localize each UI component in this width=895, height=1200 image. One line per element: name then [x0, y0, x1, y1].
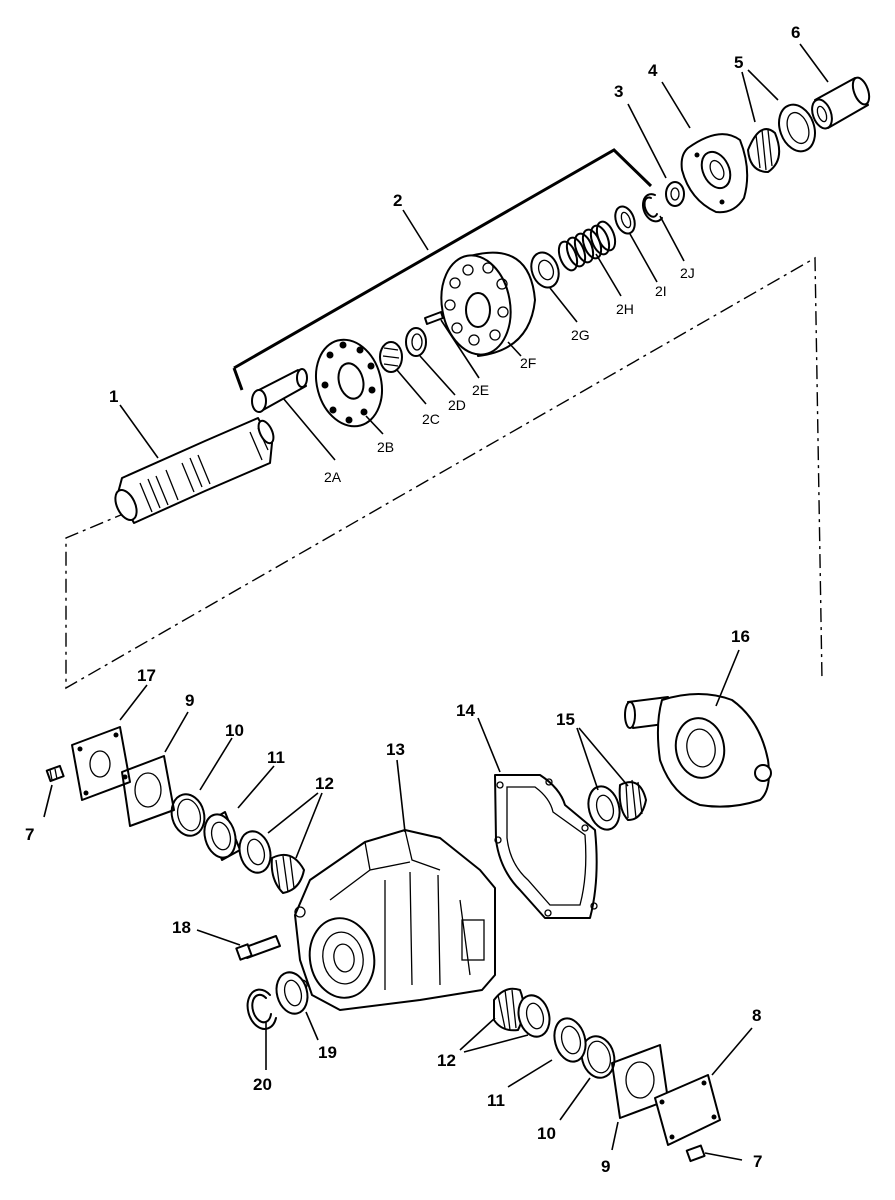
part-2i-ring	[614, 205, 636, 235]
label-10-top: 10	[225, 721, 244, 740]
label-7-left: 7	[25, 825, 34, 844]
label-6: 6	[791, 23, 800, 42]
part-12-bearing-top	[238, 830, 305, 894]
part-2e-pin	[424, 311, 444, 325]
part-2j-snap-ring	[642, 193, 663, 223]
label-12-top: 12	[315, 774, 334, 793]
part-2c-ball-guide	[379, 341, 403, 373]
part-7-fitting-right	[685, 1144, 706, 1163]
part-10-o-ring-bottom	[580, 1035, 616, 1079]
label-19: 19	[318, 1043, 337, 1062]
part-14-gasket	[494, 774, 598, 919]
label-4: 4	[648, 61, 658, 80]
part-6-sleeve	[811, 76, 871, 130]
label-2c: 2C	[422, 411, 440, 427]
label-17: 17	[137, 666, 156, 685]
part-7-fitting-left	[45, 764, 65, 783]
label-2: 2	[393, 191, 402, 210]
label-2a: 2A	[324, 469, 342, 485]
part-2h-spring	[557, 220, 617, 272]
label-1: 1	[109, 387, 118, 406]
label-9-bottom: 9	[601, 1157, 610, 1176]
part-2b-retainer-plate	[315, 338, 383, 428]
label-7-right: 7	[753, 1152, 762, 1171]
part-11-bearing-cup-bottom	[553, 1017, 587, 1063]
part-20-snap-ring	[246, 988, 277, 1030]
label-20: 20	[253, 1075, 272, 1094]
rotating-group-bracket	[232, 148, 653, 391]
part-13-pump-housing	[294, 829, 496, 1011]
part-12-bearing-bottom	[493, 987, 551, 1038]
input-shaft-part-1	[114, 417, 275, 524]
label-2h: 2H	[616, 301, 634, 317]
label-8: 8	[752, 1006, 761, 1025]
label-15: 15	[556, 710, 575, 729]
label-14: 14	[456, 701, 475, 720]
label-16: 16	[731, 627, 750, 646]
label-2f: 2F	[520, 355, 536, 371]
label-13: 13	[386, 740, 405, 759]
label-2j: 2J	[680, 265, 695, 281]
label-11-bottom: 11	[487, 1091, 505, 1110]
part-4-swashplate	[680, 133, 749, 214]
part-2a-sleeve	[251, 368, 308, 413]
part-3-washer	[665, 181, 685, 207]
part-10-o-ring-top	[170, 793, 206, 837]
part-18-bolt	[235, 935, 281, 961]
callout-labels: 1 2 2A 2B 2C 2D 2E 2F 2G 2H 2I 2J 3 4 5 …	[25, 23, 800, 1176]
label-2d: 2D	[448, 397, 466, 413]
part-19-shaft-seal	[275, 971, 309, 1015]
part-15-bearing	[587, 779, 647, 831]
part-16-trunnion-cover	[624, 693, 772, 808]
label-3: 3	[614, 82, 623, 101]
label-2g: 2G	[571, 327, 590, 343]
part-17-cover-plate	[71, 726, 131, 801]
label-2b: 2B	[377, 439, 394, 455]
part-8-cover-plate	[654, 1074, 721, 1146]
part-11-bearing-cup-top	[203, 811, 241, 861]
label-11-top: 11	[267, 748, 285, 767]
part-9-gasket-top	[121, 755, 175, 827]
part-2f-cylinder-block	[440, 251, 536, 357]
leader-lines	[43, 43, 829, 1161]
label-2i: 2I	[655, 283, 667, 299]
label-9-top: 9	[185, 691, 194, 710]
assembly-centerline	[65, 256, 823, 690]
part-5-bearing	[747, 103, 816, 173]
part-2d-spacer-ring	[405, 327, 427, 357]
part-2g-washer	[530, 251, 560, 289]
label-10-bottom: 10	[537, 1124, 556, 1143]
label-18: 18	[172, 918, 191, 937]
label-5: 5	[734, 53, 743, 72]
label-12-bottom: 12	[437, 1051, 456, 1070]
label-2e: 2E	[472, 382, 489, 398]
